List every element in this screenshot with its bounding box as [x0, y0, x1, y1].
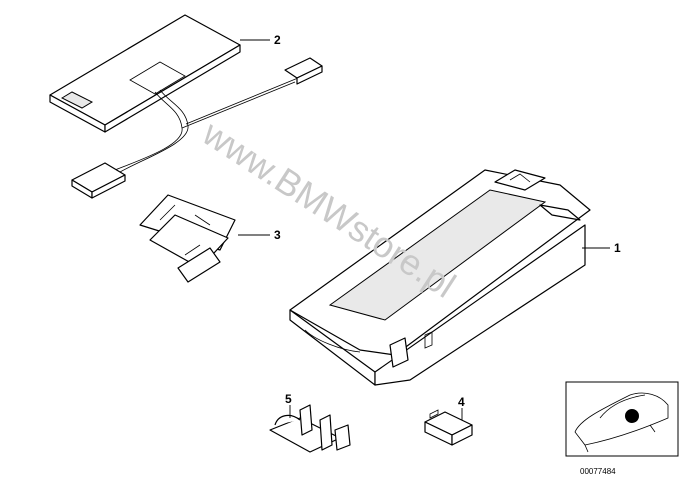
part-3-bracket[interactable]	[139, 194, 236, 283]
car-thumbnail	[565, 381, 679, 457]
leader-lines	[238, 39, 610, 420]
callout-5: 5	[285, 392, 292, 406]
watermark-text: www.BMWstore.pl	[195, 112, 463, 306]
callout-4: 4	[458, 395, 465, 409]
reference-number: 00077484	[580, 467, 616, 476]
callout-1: 1	[614, 241, 621, 255]
part-4-connector[interactable]	[424, 409, 473, 446]
callout-3: 3	[274, 228, 281, 242]
car-location-icon	[574, 392, 669, 453]
part-1-console-holder[interactable]	[289, 169, 591, 386]
callout-2: 2	[274, 33, 281, 47]
part-2-antenna-cable[interactable]	[49, 14, 323, 199]
part-5-clip[interactable]	[269, 404, 351, 453]
